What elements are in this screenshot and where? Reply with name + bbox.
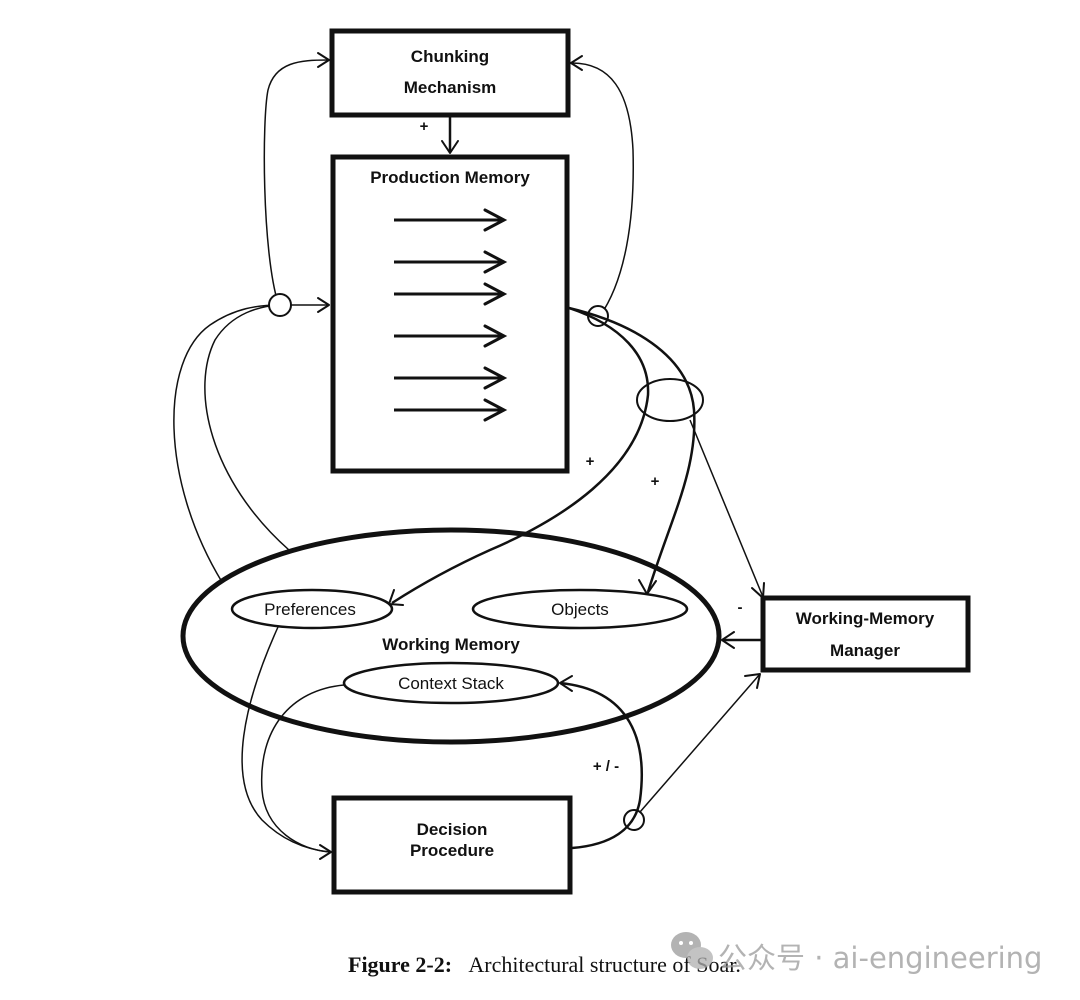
production-rule-arrow: [394, 366, 508, 390]
decision-label-line2: Procedure: [410, 841, 494, 860]
preferences-label: Preferences: [264, 600, 356, 619]
wmm-label-line1: Working-Memory: [796, 609, 935, 628]
wmm-to-wm-arrowhead: [721, 631, 735, 649]
chunking-right-arrowhead: [570, 55, 583, 71]
pm-left-arrowhead: [317, 297, 330, 313]
pm-to-chunking-left-path: [263, 59, 329, 304]
decision-label-line1: Decision: [417, 820, 488, 839]
objects-oval: Objects: [471, 588, 689, 630]
wechat-icon: [671, 932, 713, 969]
context-arrowhead: [559, 675, 573, 692]
working-memory-title: Working Memory: [382, 635, 520, 654]
production-rule-arrow: [394, 208, 508, 232]
wmm-minus-sign: -: [738, 599, 743, 616]
wm-to-left-node-inner: [204, 304, 290, 551]
wm-to-left-node-outer: [173, 304, 281, 583]
production-rule-arrow: [394, 324, 508, 348]
watermark: 公众号 · ai-engineering: [671, 932, 1042, 975]
decision-left-arrowhead: [319, 844, 332, 860]
pm-to-chunking-right-path: [571, 62, 634, 317]
chunking-label-line1: Chunking: [411, 47, 489, 66]
objects-arrowhead: [638, 579, 657, 595]
wmm-bottom-arrowhead: [744, 673, 761, 689]
working-memory-ellipse: Working Memory: [180, 527, 722, 745]
chunking-to-production-arrow: [441, 117, 459, 154]
decision-to-context-path: [559, 681, 644, 850]
decision-to-wmm-line: [639, 673, 761, 813]
chunking-left-arrowhead: [317, 52, 330, 68]
decision-plus-minus-sign: + / -: [593, 758, 619, 775]
production-memory-title: Production Memory: [370, 168, 530, 187]
production-rule-arrow: [394, 250, 508, 274]
decision-junction-node: [623, 809, 645, 831]
objects-label: Objects: [551, 600, 609, 619]
context-stack-oval: Context Stack: [342, 661, 560, 705]
production-memory-box: Production Memory: [330, 154, 570, 474]
left-junction-node: [268, 293, 292, 317]
wmm-label-line2: Manager: [830, 641, 900, 660]
watermark-text: 公众号 · ai-engineering: [718, 941, 1042, 975]
pm-to-preferences-path: [391, 306, 650, 605]
preferences-plus-sign: +: [586, 453, 595, 470]
production-rules: [394, 208, 508, 422]
context-to-decision-path: [260, 684, 345, 853]
figure-caption-label: Figure 2-2:: [348, 952, 452, 977]
context-stack-label: Context Stack: [398, 674, 504, 693]
pm-to-objects-path: [568, 306, 696, 593]
production-rule-arrow: [394, 282, 508, 306]
preferences-to-decision-path: [241, 626, 331, 853]
chunking-plus-sign: +: [420, 118, 429, 135]
production-rule-arrow: [394, 398, 508, 422]
chunking-mechanism-box: Chunking Mechanism: [329, 28, 571, 118]
objects-plus-sign: +: [651, 473, 660, 490]
chunking-label-line2: Mechanism: [404, 78, 497, 97]
preferences-oval: Preferences: [230, 588, 394, 630]
junction-to-wmm-path: [689, 419, 764, 598]
working-memory-manager-box: Working-Memory Manager: [760, 595, 971, 673]
decision-procedure-box: Decision Procedure: [331, 795, 573, 895]
production-output-junction: [636, 378, 704, 422]
